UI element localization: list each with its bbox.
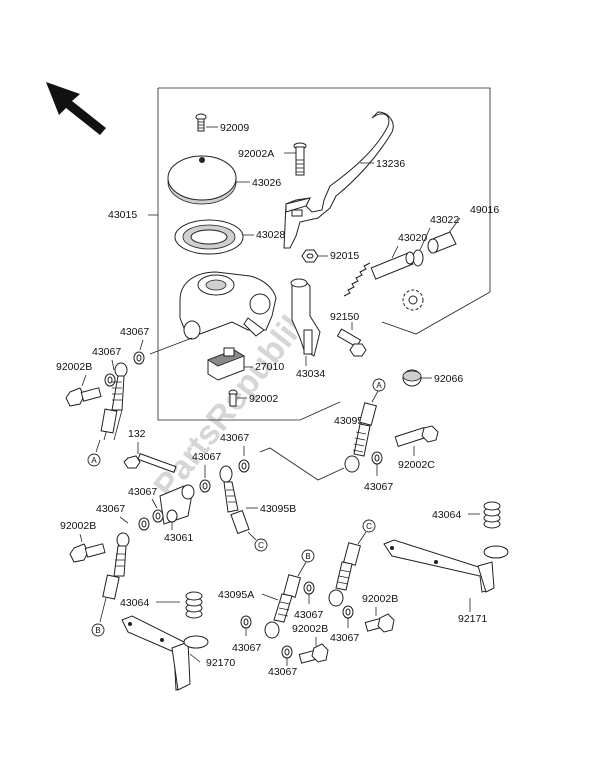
reservoir-cap-43026 (167, 155, 237, 205)
banjo-bolt-92002B-a (65, 387, 102, 407)
label-92009: 92009 (220, 122, 249, 134)
banjo-bolt-92002C (394, 425, 439, 448)
label-43067-f: 43067 (128, 486, 157, 498)
svg-text:A: A (376, 381, 382, 390)
label-43020: 43020 (398, 232, 427, 244)
svg-text:C: C (258, 541, 264, 550)
label-43061: 43061 (164, 532, 193, 544)
brake-lever-13236 (283, 111, 394, 249)
label-43067-e: 43067 (192, 451, 221, 463)
label-43022: 43022 (430, 214, 459, 226)
label-43067-h: 43067 (294, 609, 323, 621)
svg-text:A: A (91, 456, 97, 465)
connector-b-marker-2: B (301, 549, 315, 563)
label-43064-b: 43064 (120, 597, 149, 609)
assembly-boundary (158, 87, 491, 335)
connector-c-marker-2: C (362, 519, 376, 533)
label-43064-a: 43064 (432, 509, 461, 521)
clamp-bolt-92150 (336, 328, 367, 357)
piston-43020 (343, 251, 415, 297)
label-43067-g: 43067 (96, 503, 125, 515)
washer-43067-e (199, 479, 211, 493)
brake-hose-c-lower (328, 542, 361, 607)
label-92002B-b: 92002B (60, 520, 96, 532)
washer-43067-g (138, 517, 150, 531)
label-43067-i: 43067 (330, 632, 359, 644)
washer-43067-h (303, 581, 315, 595)
svg-text:B: B (95, 626, 100, 635)
connector-a-marker-2: A (372, 378, 386, 392)
label-43067-j: 43067 (232, 642, 261, 654)
label-43095: 43095 (334, 415, 363, 427)
dust-boot-49016 (427, 231, 457, 254)
label-92066: 92066 (434, 373, 463, 385)
label-43067-d: 43067 (220, 432, 249, 444)
label-43026: 43026 (252, 177, 281, 189)
brake-hose-43095B (219, 465, 250, 535)
brake-hose-b-lower (102, 532, 130, 600)
label-92002B-d: 92002B (292, 623, 328, 635)
connector-b-marker-1: B (91, 623, 105, 637)
washer-43067-i (342, 605, 354, 619)
washer-43067-f (152, 509, 164, 523)
label-92002B-a: 92002B (56, 361, 92, 373)
label-43034: 43034 (296, 368, 325, 380)
label-92002C: 92002C (398, 459, 435, 471)
brake-hose-43095 (344, 402, 377, 473)
svg-text:C: C (366, 522, 372, 531)
bracket-92170 (121, 615, 209, 691)
label-92002B-c: 92002B (362, 593, 398, 605)
screw-92002 (228, 389, 238, 407)
banjo-bolt-92002B-d (298, 643, 329, 664)
bolt-132 (123, 453, 177, 473)
label-132: 132 (128, 428, 146, 440)
banjo-bolt-92002B-b (69, 543, 106, 563)
brake-hose-a-upper (100, 362, 128, 441)
label-43067-a: 43067 (120, 326, 149, 338)
label-43095B: 43095B (260, 503, 296, 515)
label-92171: 92171 (458, 613, 487, 625)
connector-c-marker-1: C (254, 538, 268, 552)
label-92015: 92015 (330, 250, 359, 262)
label-27010: 27010 (255, 361, 284, 373)
label-43095A: 43095A (218, 589, 254, 601)
label-43067-b: 43067 (92, 346, 121, 358)
pivot-bolt-92002A (293, 142, 307, 176)
label-49016: 49016 (470, 204, 499, 216)
brake-hose-43095A (264, 574, 301, 639)
washer-43067-j (240, 615, 252, 629)
master-cylinder-body-43034 (179, 271, 277, 340)
label-92002A: 92002A (238, 148, 274, 160)
diaphragm-43028 (174, 219, 244, 255)
banjo-bolt-92002B-c (364, 613, 395, 633)
label-43067-c: 43067 (364, 481, 393, 493)
brake-switch-27010 (207, 347, 245, 381)
three-way-joint-43061 (159, 484, 195, 525)
washer-43067-d (238, 459, 250, 473)
label-43028: 43028 (256, 229, 285, 241)
gear-icon (402, 289, 424, 311)
label-92150: 92150 (330, 311, 359, 323)
bracket-92171 (383, 539, 509, 593)
label-92002: 92002 (249, 393, 278, 405)
washer-43067-c (371, 451, 383, 465)
label-13236: 13236 (376, 158, 405, 170)
return-spring-43064-a (483, 501, 501, 529)
label-43015: 43015 (108, 209, 137, 221)
washer-43067-b (104, 373, 116, 387)
front-direction-arrow-icon (46, 82, 106, 135)
nut-92015 (301, 249, 319, 263)
svg-text:B: B (305, 552, 310, 561)
handlebar-clamp (290, 278, 321, 357)
connector-a-marker-1: A (87, 453, 101, 467)
washer-43067-k (281, 645, 293, 659)
label-43067-k: 43067 (268, 666, 297, 678)
return-spring-43064-b (185, 591, 203, 619)
washer-43067-a (133, 351, 145, 365)
cap-92066 (402, 369, 422, 387)
label-92170: 92170 (206, 657, 235, 669)
screw-92009 (195, 113, 207, 132)
